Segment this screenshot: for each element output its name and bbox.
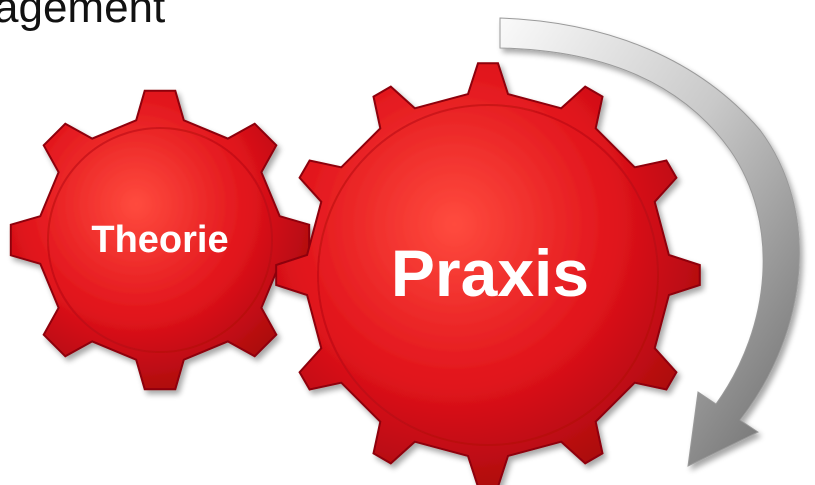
- gear-praxis-label: Praxis: [391, 236, 589, 310]
- gear-theorie-body: [9, 89, 311, 391]
- gear-praxis-hub: [317, 104, 659, 446]
- gear-praxis-body: [275, 62, 701, 485]
- gear-theorie-hub: [47, 127, 273, 353]
- gear-theorie-label: Theorie: [91, 219, 228, 261]
- curved-arrow-icon: [499, 17, 800, 467]
- page-title: agement: [0, 0, 165, 32]
- gear-theorie: Theorie: [9, 89, 311, 391]
- gear-praxis: Praxis: [275, 62, 701, 485]
